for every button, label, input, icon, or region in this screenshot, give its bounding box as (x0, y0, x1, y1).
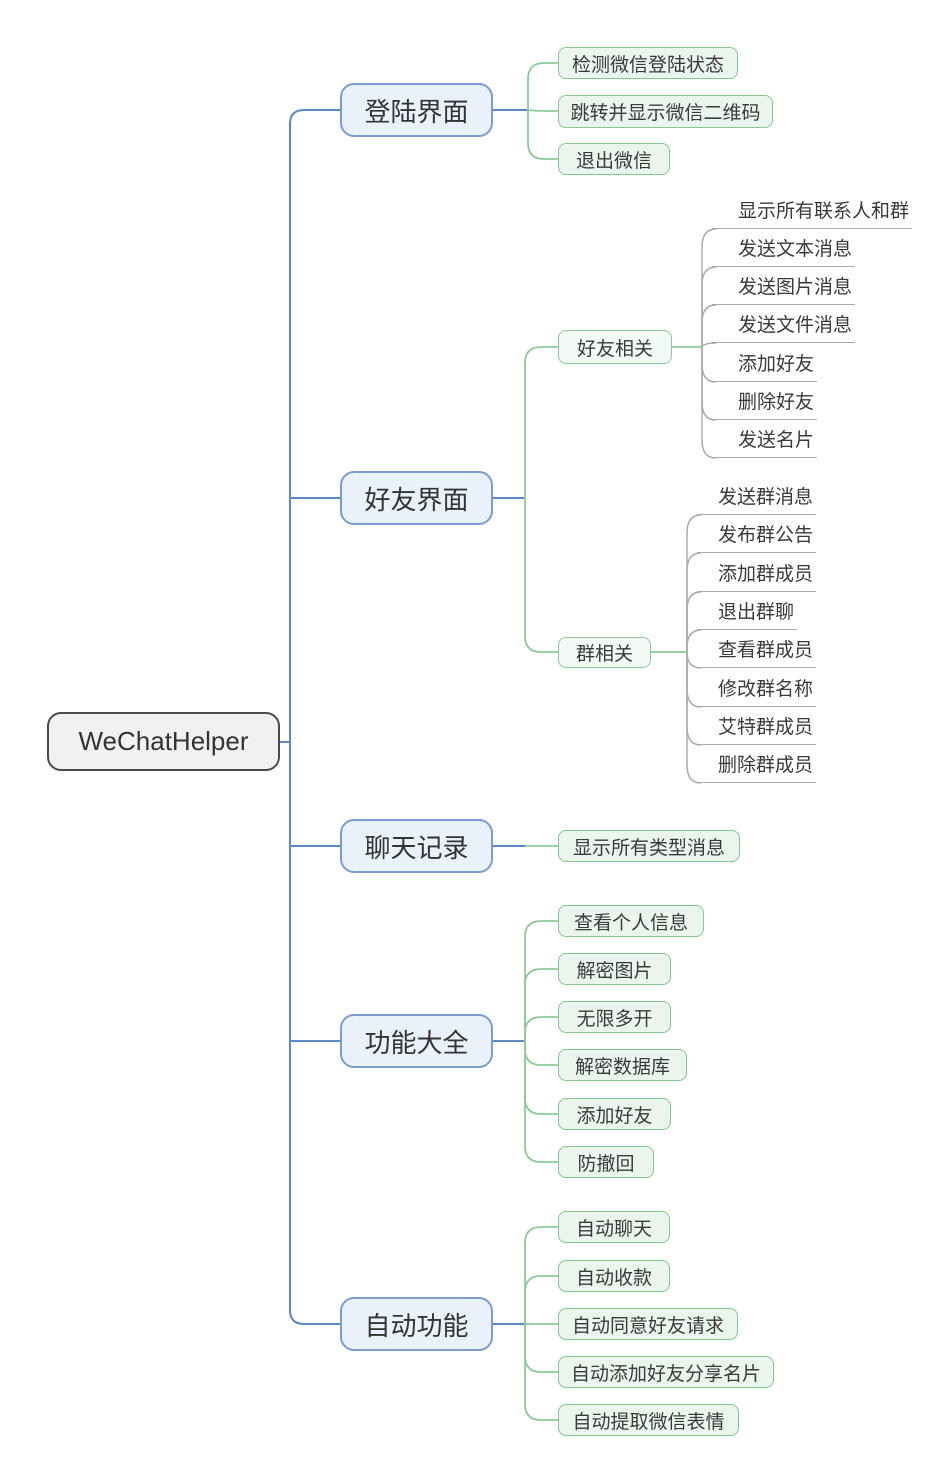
leaf-node-send-group-message[interactable]: 发送群消息 (697, 485, 816, 515)
branch-node-chat-history[interactable]: 聊天记录 (340, 819, 493, 873)
leaf-node-auto-add-shared-card-friend[interactable]: 自动添加好友分享名片 (558, 1356, 774, 1388)
leaf-node-show-all-contacts-groups[interactable]: 显示所有联系人和群 (712, 199, 912, 229)
branch-node-login[interactable]: 登陆界面 (340, 83, 493, 137)
leaf-node-unlimited-instances[interactable]: 无限多开 (558, 1001, 671, 1033)
branch-node-friends[interactable]: 好友界面 (340, 471, 493, 525)
leaf-node-auto-accept-friend-request[interactable]: 自动同意好友请求 (558, 1308, 738, 1340)
leaf-node-quit-group-chat[interactable]: 退出群聊 (697, 600, 797, 630)
leaf-node-remove-group-member[interactable]: 删除群成员 (697, 753, 816, 783)
root-node-wechathelper[interactable]: WeChatHelper (47, 712, 280, 771)
leaf-node-add-friend-feature[interactable]: 添加好友 (558, 1098, 671, 1130)
leaf-node-delete-friend[interactable]: 删除好友 (712, 390, 817, 420)
leaf-node-show-qrcode[interactable]: 跳转并显示微信二维码 (558, 95, 773, 128)
sub-branch-node-group-related[interactable]: 群相关 (558, 637, 651, 668)
leaf-node-check-login-status[interactable]: 检测微信登陆状态 (558, 47, 738, 79)
leaf-node-auto-chat[interactable]: 自动聊天 (558, 1211, 670, 1243)
leaf-node-send-image-message[interactable]: 发送图片消息 (712, 275, 855, 305)
leaf-node-add-group-member[interactable]: 添加群成员 (697, 562, 816, 592)
leaf-node-modify-group-name[interactable]: 修改群名称 (697, 677, 816, 707)
leaf-node-show-all-message-types[interactable]: 显示所有类型消息 (558, 830, 740, 862)
branch-node-auto[interactable]: 自动功能 (340, 1297, 493, 1351)
leaf-node-decrypt-images[interactable]: 解密图片 (558, 953, 671, 985)
leaf-node-anti-recall[interactable]: 防撤回 (558, 1146, 654, 1178)
leaf-node-publish-group-notice[interactable]: 发布群公告 (697, 523, 816, 553)
leaf-node-view-personal-info[interactable]: 查看个人信息 (558, 905, 704, 937)
leaf-node-send-file-message[interactable]: 发送文件消息 (712, 313, 855, 343)
leaf-node-auto-receive-payment[interactable]: 自动收款 (558, 1260, 670, 1292)
sub-branch-node-friend-related[interactable]: 好友相关 (558, 330, 672, 364)
leaf-node-send-card[interactable]: 发送名片 (712, 428, 817, 458)
leaf-node-add-friend[interactable]: 添加好友 (712, 352, 817, 382)
leaf-node-logout-wechat[interactable]: 退出微信 (558, 143, 670, 175)
branch-node-features[interactable]: 功能大全 (340, 1014, 493, 1068)
leaf-node-send-text-message[interactable]: 发送文本消息 (712, 237, 855, 267)
leaf-node-decrypt-database[interactable]: 解密数据库 (558, 1049, 687, 1081)
leaf-node-at-group-members[interactable]: 艾特群成员 (697, 715, 816, 745)
leaf-node-view-group-members[interactable]: 查看群成员 (697, 638, 816, 668)
leaf-node-auto-extract-wechat-emoji[interactable]: 自动提取微信表情 (558, 1404, 739, 1436)
